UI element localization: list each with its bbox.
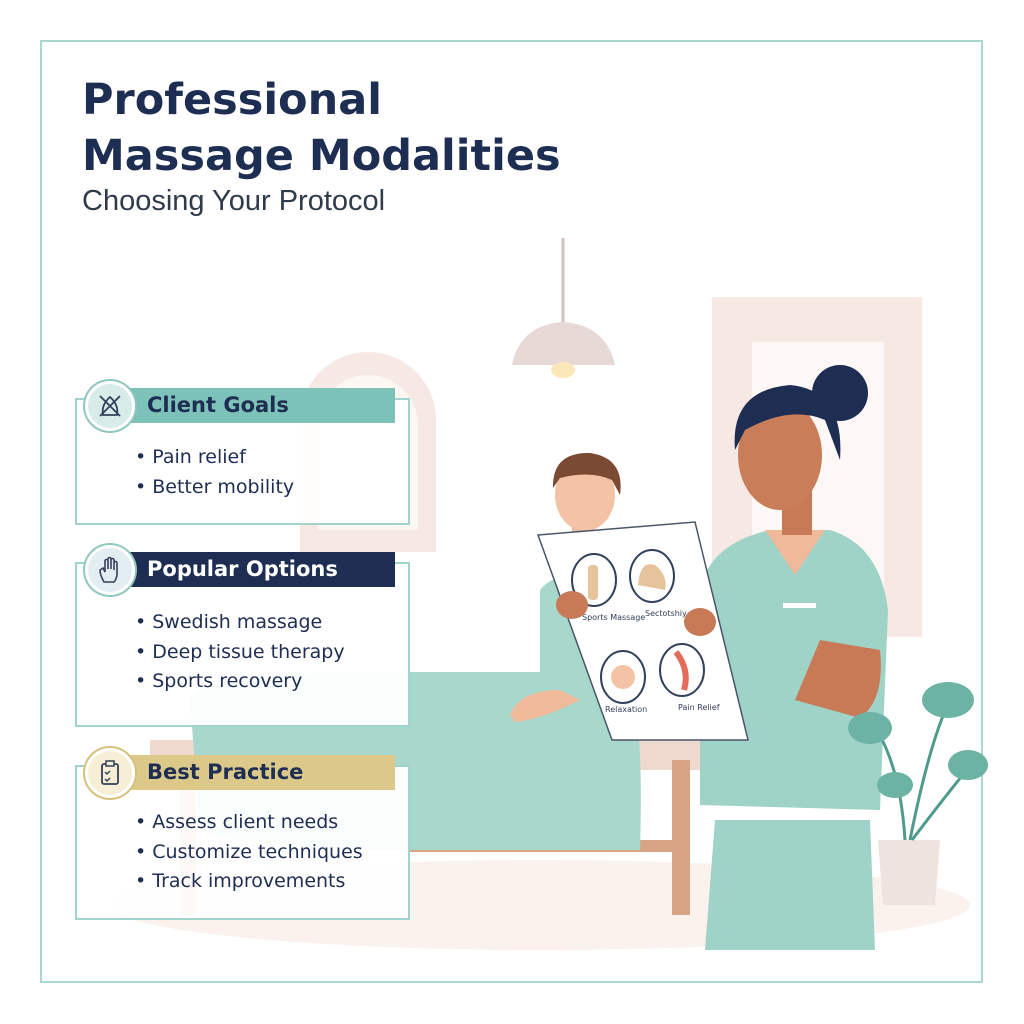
best-practice-list: Assess client needs Customize techniques… [135, 808, 363, 897]
popular-options-header: Popular Options [115, 552, 395, 587]
no-pain-icon [85, 381, 135, 431]
client-goals-list: Pain relief Better mobility [135, 443, 294, 502]
title-line-1: Professional [82, 75, 382, 125]
clipboard-icon [85, 748, 135, 798]
best-practice-header: Best Practice [115, 755, 395, 790]
list-item: Assess client needs [135, 808, 363, 838]
list-item: Track improvements [135, 867, 363, 897]
list-item: Pain relief [135, 443, 294, 473]
sheet-label-0: Sports Massage [582, 613, 645, 622]
sheet-label-3: Pain Relief [678, 703, 720, 712]
sheet-label-2: Relaxation [605, 705, 647, 714]
list-item: Better mobility [135, 473, 294, 503]
modality-chart-sheet: Sports Massage Sectotshiy Relaxation Pai… [536, 521, 749, 741]
popular-options-list: Swedish massage Deep tissue therapy Spor… [135, 608, 345, 697]
list-item: Customize techniques [135, 838, 362, 868]
frame-border [40, 40, 983, 983]
hand-icon [85, 545, 135, 595]
list-item: Sports recovery [135, 667, 345, 697]
client-goals-header: Client Goals [115, 388, 395, 423]
list-item: Deep tissue therapy [135, 638, 344, 668]
page-title: Professional Massage Modalities [82, 72, 561, 184]
title-line-2: Massage Modalities [82, 131, 561, 181]
page-subtitle: Choosing Your Protocol [82, 185, 386, 217]
potted-plant [848, 682, 988, 905]
pendant-lamp [512, 238, 615, 378]
list-item: Swedish massage [135, 608, 345, 638]
sheet-label-1: Sectotshiy [645, 609, 687, 618]
